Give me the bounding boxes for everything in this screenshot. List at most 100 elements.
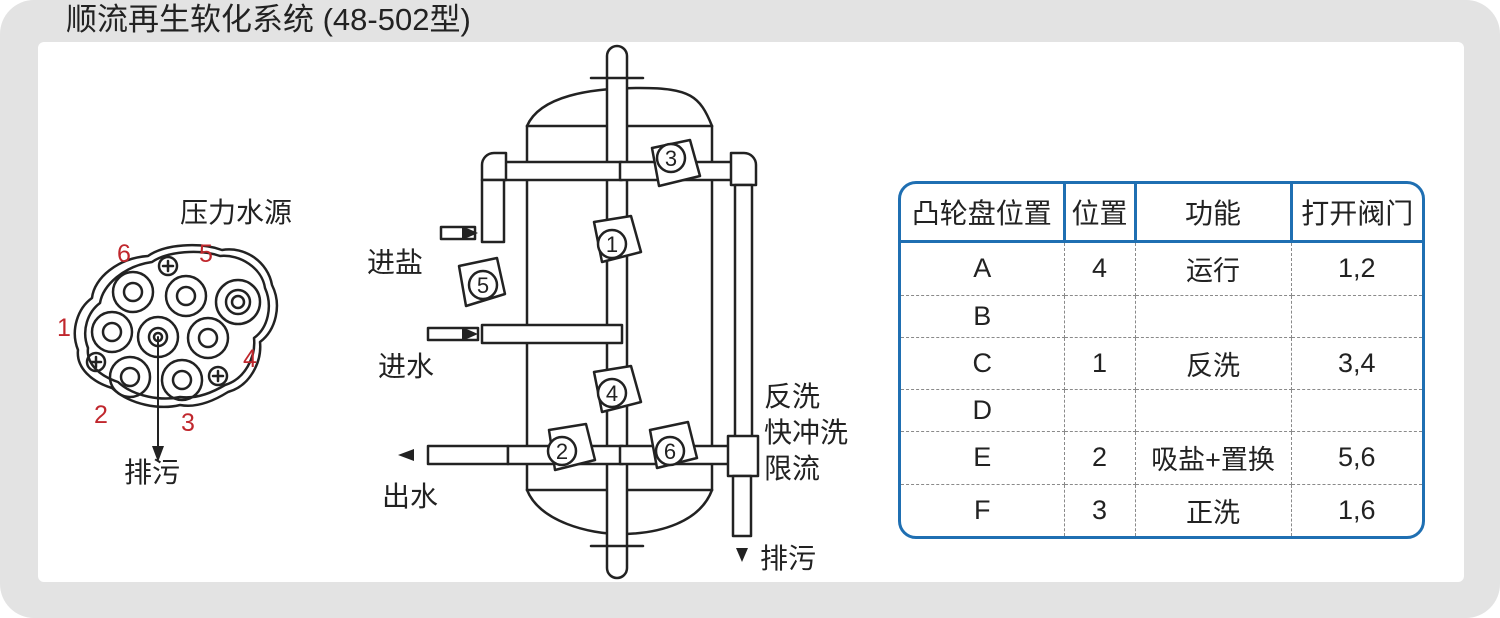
pipe-salt-riser: [480, 178, 506, 244]
cell-position: [1064, 295, 1136, 338]
cam-screw-icon: [85, 351, 107, 373]
cam-number-1: 1: [57, 314, 71, 342]
cam-screw-cross: [89, 355, 103, 369]
valve-6-circle: [654, 435, 686, 467]
valve-2-circle: [546, 435, 578, 467]
valve-2-number: 2: [556, 439, 568, 464]
valve-4-circle: [596, 377, 628, 409]
cam-disc: [73, 244, 279, 449]
cell-cam: B: [901, 295, 1065, 338]
cam-inner-outline: [83, 250, 270, 400]
header-cam-position: 凸轮盘位置: [901, 184, 1066, 243]
cell-position: [1064, 389, 1136, 433]
pipe-water-in: [480, 323, 624, 345]
cam-screw-icon: [207, 365, 229, 387]
cam-number-3: 3: [181, 409, 195, 437]
drain-label: 排污: [760, 543, 817, 574]
cam-drain-arrow-icon: [152, 446, 164, 462]
pressure-source-label: 压力水源: [180, 197, 293, 228]
tank-top-dome: [525, 86, 714, 128]
salt-in-label: 进盐: [367, 247, 424, 278]
table-row: E 2 吸盐+置换 5,6: [901, 431, 1422, 485]
pipe-network: [426, 151, 760, 538]
cell-cam: A: [901, 241, 1065, 296]
table-row: D: [901, 389, 1422, 433]
drain-arrow-icon: [736, 548, 748, 562]
cam-screw-icon: [157, 255, 179, 277]
header-position: 位置: [1064, 184, 1137, 243]
cam-number-2: 2: [94, 401, 108, 429]
cell-valves: 1,6: [1337, 494, 1376, 525]
table-row: B: [901, 295, 1422, 338]
cell-valves: 1,2: [1291, 241, 1422, 296]
cam-screw-cross: [211, 369, 225, 383]
cam-port: [90, 310, 134, 354]
water-out-label: 出水: [382, 481, 439, 512]
header-open-valves: 打开阀门: [1291, 184, 1422, 243]
cam-position-table: 凸轮盘位置 位置 功能 打开阀门 A 4 运行 1,2 B C 1 反洗 3,4…: [898, 181, 1425, 539]
flow-restrict-label: 限流: [764, 453, 821, 484]
cam-port-hole: [171, 369, 193, 391]
table-row: C 1 反洗 3,4: [901, 337, 1422, 391]
cam-drain-label: 排污: [124, 457, 181, 488]
valve-3-number: 3: [665, 146, 677, 171]
table-header-row: 凸轮盘位置 位置 功能 打开阀门: [901, 184, 1422, 243]
cam-port-hole: [119, 366, 141, 388]
cell-position: 4: [1064, 241, 1136, 296]
cell-cam: C: [901, 337, 1065, 391]
cell-valves: [1291, 295, 1422, 338]
pipe-elbow: [480, 151, 508, 182]
cell-valves: 3,4: [1291, 337, 1422, 391]
cam-number-5: 5: [199, 240, 213, 268]
cell-position: 2: [1064, 431, 1136, 485]
cell-function: 吸盐+置换: [1135, 431, 1292, 485]
pipe-drain-down: [731, 474, 753, 538]
pipe-water-out: [426, 444, 510, 466]
cam-port-hole: [175, 285, 197, 307]
valve-5-number: 5: [477, 273, 489, 298]
water-in-arrow-icon: [462, 327, 478, 341]
header-function: 功能: [1135, 184, 1293, 243]
cell-cam: E: [901, 431, 1065, 485]
cam-port: [111, 270, 155, 314]
pipe-right-riser: [733, 183, 754, 459]
valve-5-circle: [467, 269, 499, 301]
cam-port-hole: [197, 327, 219, 349]
cam-screw-cross: [161, 259, 175, 273]
pipe-elbow: [729, 151, 758, 187]
cell-valves: [1291, 389, 1422, 433]
cam-port-hole: [224, 288, 252, 316]
table-row: F 3 正洗 1,6: [901, 484, 1422, 536]
cell-function: [1135, 389, 1292, 433]
cell-valves: 5,6: [1291, 431, 1422, 485]
cell-cam: D: [901, 389, 1065, 433]
backwash-label: 反洗: [764, 381, 821, 412]
valve-1-circle: [596, 228, 628, 260]
cam-port: [160, 358, 204, 402]
page-title: 顺流再生软化系统 (48-502型): [66, 2, 471, 37]
water-out-arrow-icon: [398, 449, 414, 461]
central-pipe-body: [605, 44, 629, 580]
cell-position: 1: [1064, 337, 1136, 391]
cell-function: 运行: [1135, 241, 1292, 296]
valve-4-number: 4: [606, 381, 618, 406]
cell-function: [1135, 295, 1292, 338]
pipe-restrictor-tee: [726, 434, 760, 478]
water-in-label: 进水: [378, 351, 435, 382]
cam-port-hole: [122, 281, 144, 303]
cell-position: 3: [1064, 484, 1136, 536]
cell-cam: F: [901, 484, 1065, 536]
cam-port-center: [230, 294, 246, 310]
salt-in-arrow-icon: [462, 226, 478, 240]
fast-rinse-label: 快冲洗: [764, 417, 849, 448]
table-row: A 4 运行 1,2: [901, 241, 1422, 296]
cell-function: 正洗: [1135, 484, 1292, 536]
cam-number-4: 4: [243, 345, 257, 373]
valve-1-number: 1: [606, 232, 618, 257]
cam-number-6: 6: [117, 240, 131, 268]
cam-port-hole: [101, 321, 123, 343]
valve-6-number: 6: [664, 439, 676, 464]
valve-3-circle: [655, 142, 687, 174]
cam-port: [164, 274, 208, 318]
